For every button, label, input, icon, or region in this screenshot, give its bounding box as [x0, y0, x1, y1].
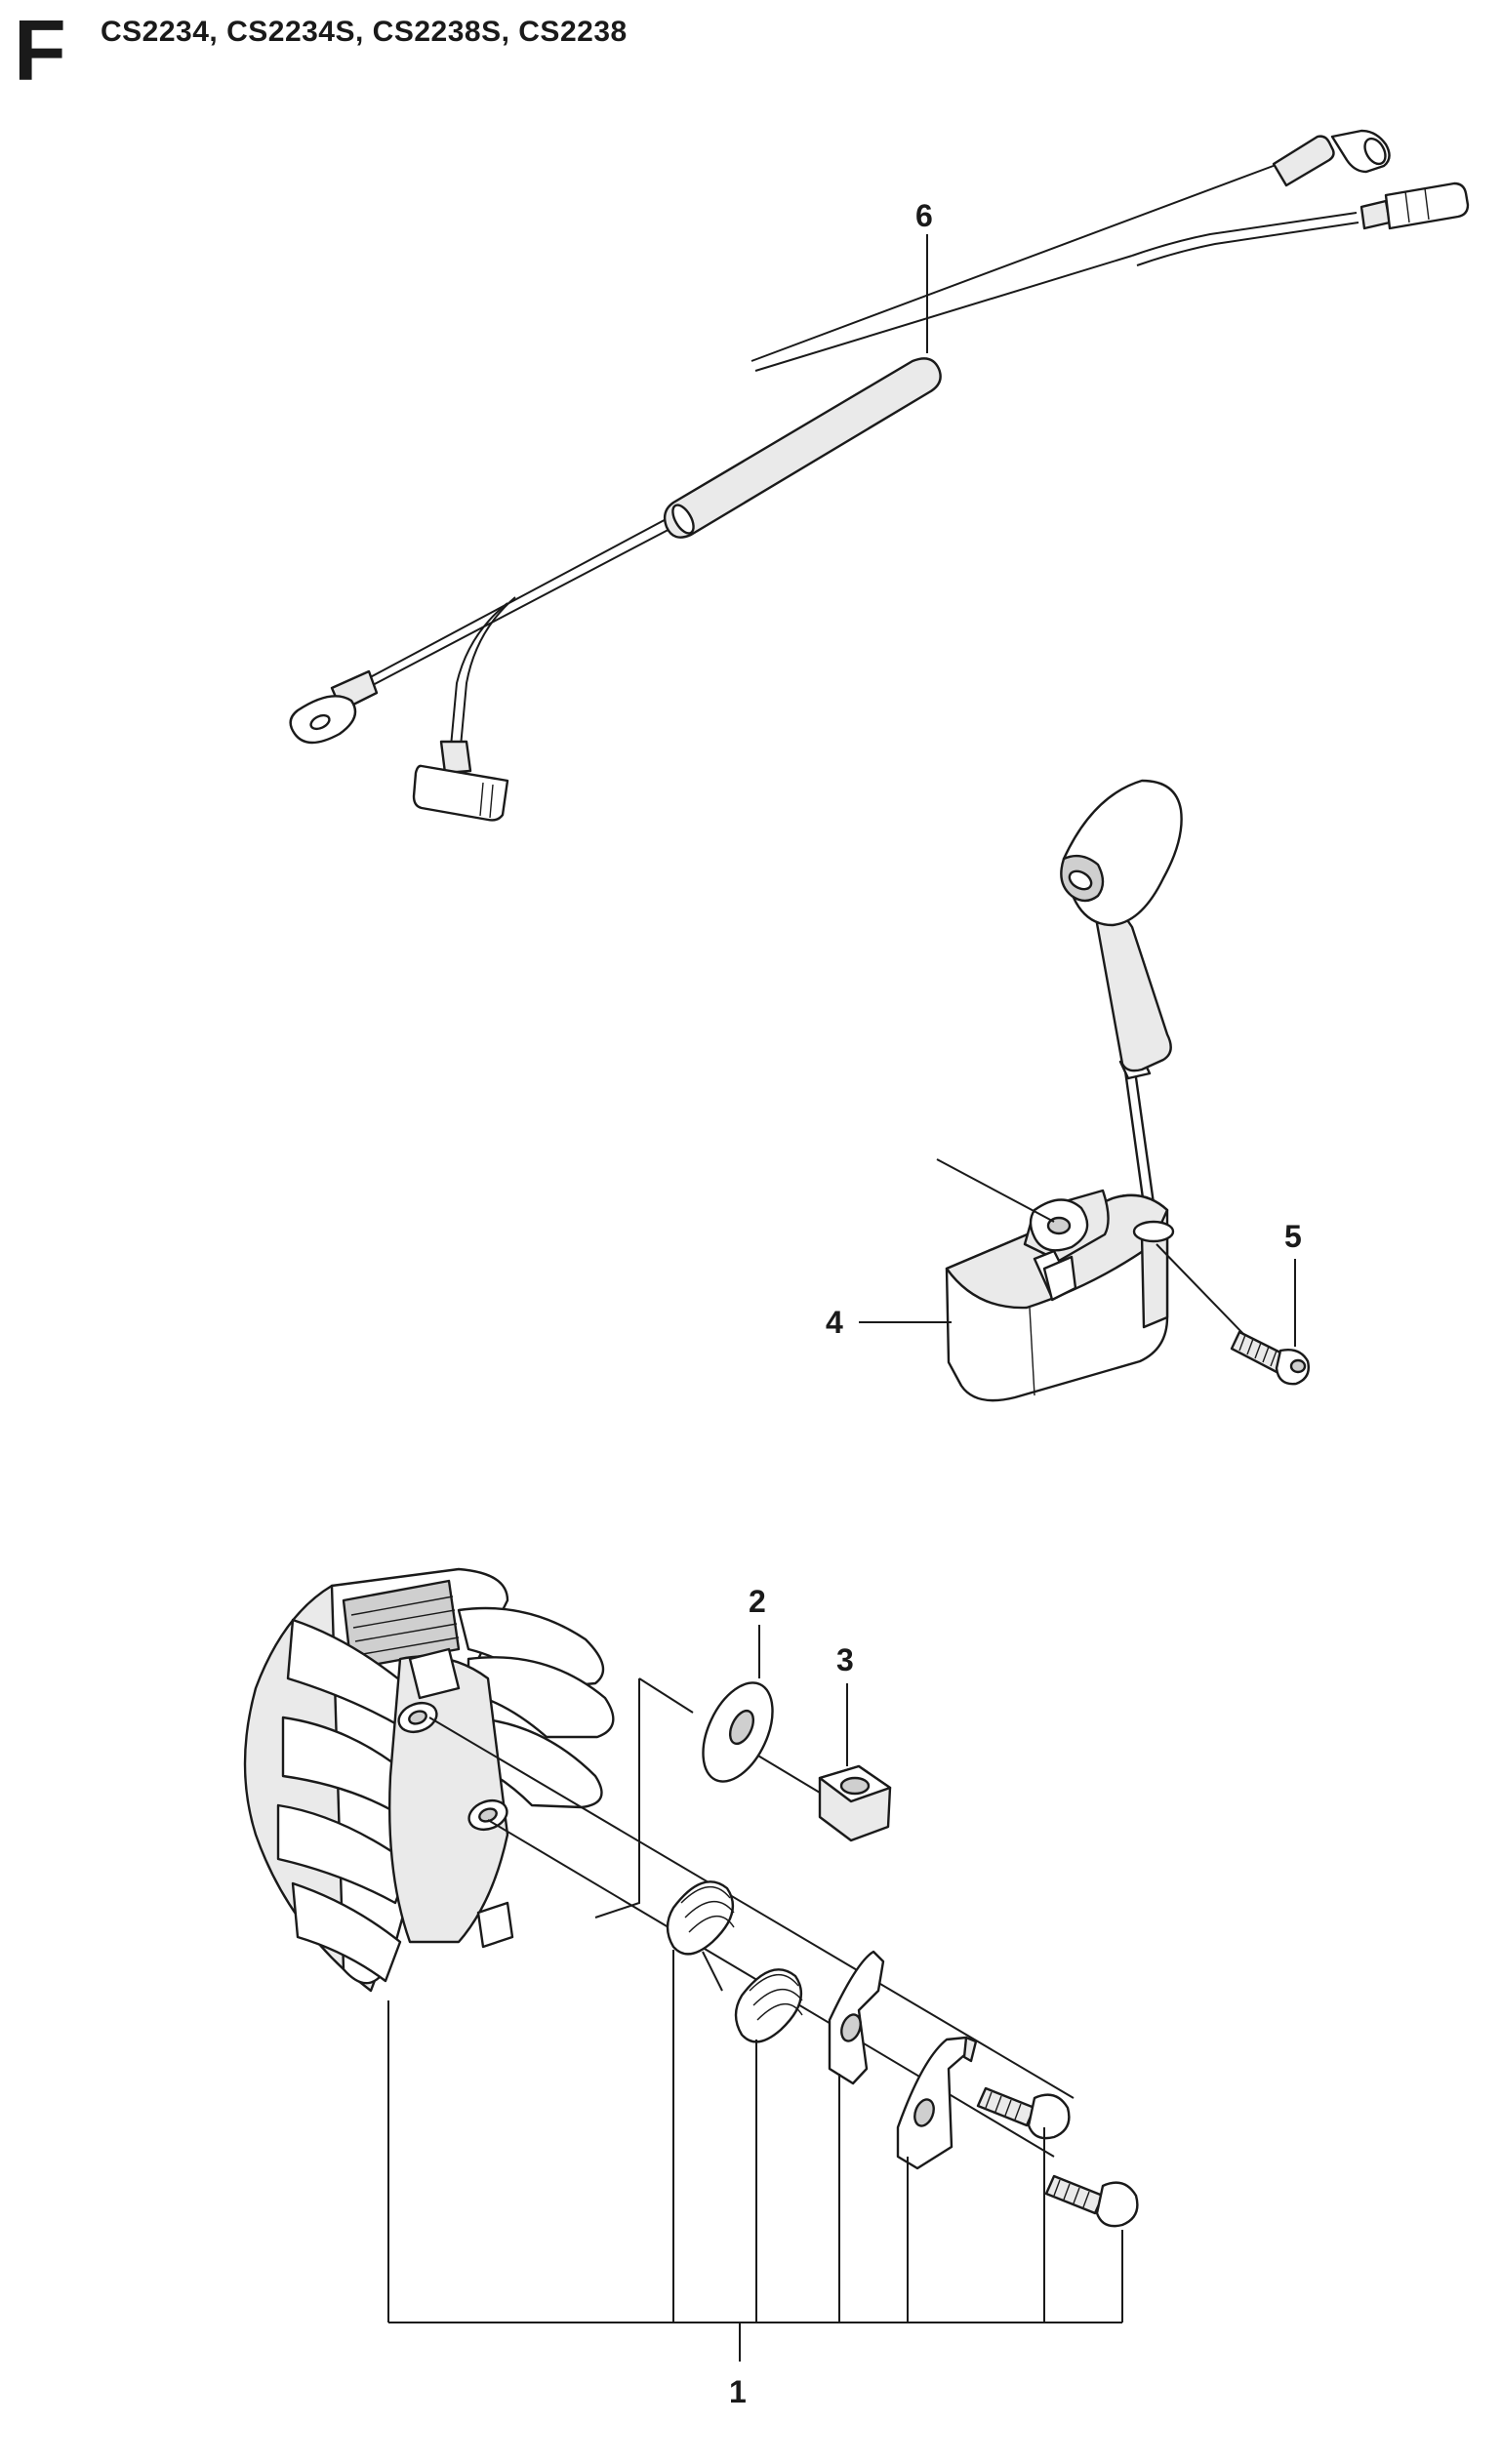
callout-5: 5	[1284, 1219, 1302, 1254]
leader-lug	[936, 1158, 1055, 1223]
callout-1-bracket	[387, 1950, 1123, 2362]
screw-axis-line	[1156, 1243, 1245, 1336]
screw[interactable]	[1230, 1330, 1310, 1386]
callout-4: 4	[826, 1305, 843, 1340]
pawl-2[interactable]	[896, 2036, 978, 2170]
model-list: CS2234, CS2234S, CS2238S, CS2238	[101, 16, 628, 48]
section-letter: F	[14, 2, 66, 99]
pin-2[interactable]	[1044, 2174, 1139, 2228]
callout-2: 2	[749, 1584, 766, 1619]
spring-2[interactable]	[734, 1968, 803, 2043]
ignition-module[interactable]	[945, 779, 1183, 1402]
callout-6: 6	[915, 198, 933, 233]
axis-line-1	[428, 1717, 1075, 2099]
flywheel[interactable]	[243, 1567, 615, 1993]
callout-1: 1	[729, 2374, 747, 2409]
pin-1[interactable]	[976, 2086, 1071, 2140]
pawl-1[interactable]	[828, 1950, 885, 2085]
wire-harness[interactable]	[289, 129, 1470, 822]
bracket-line	[594, 1678, 640, 1919]
axis-line-3	[638, 1677, 694, 1714]
callout-3: 3	[836, 1642, 854, 1677]
spring-1[interactable]	[666, 1880, 735, 1992]
washer[interactable]	[689, 1672, 787, 1792]
nut[interactable]	[818, 1764, 892, 1842]
